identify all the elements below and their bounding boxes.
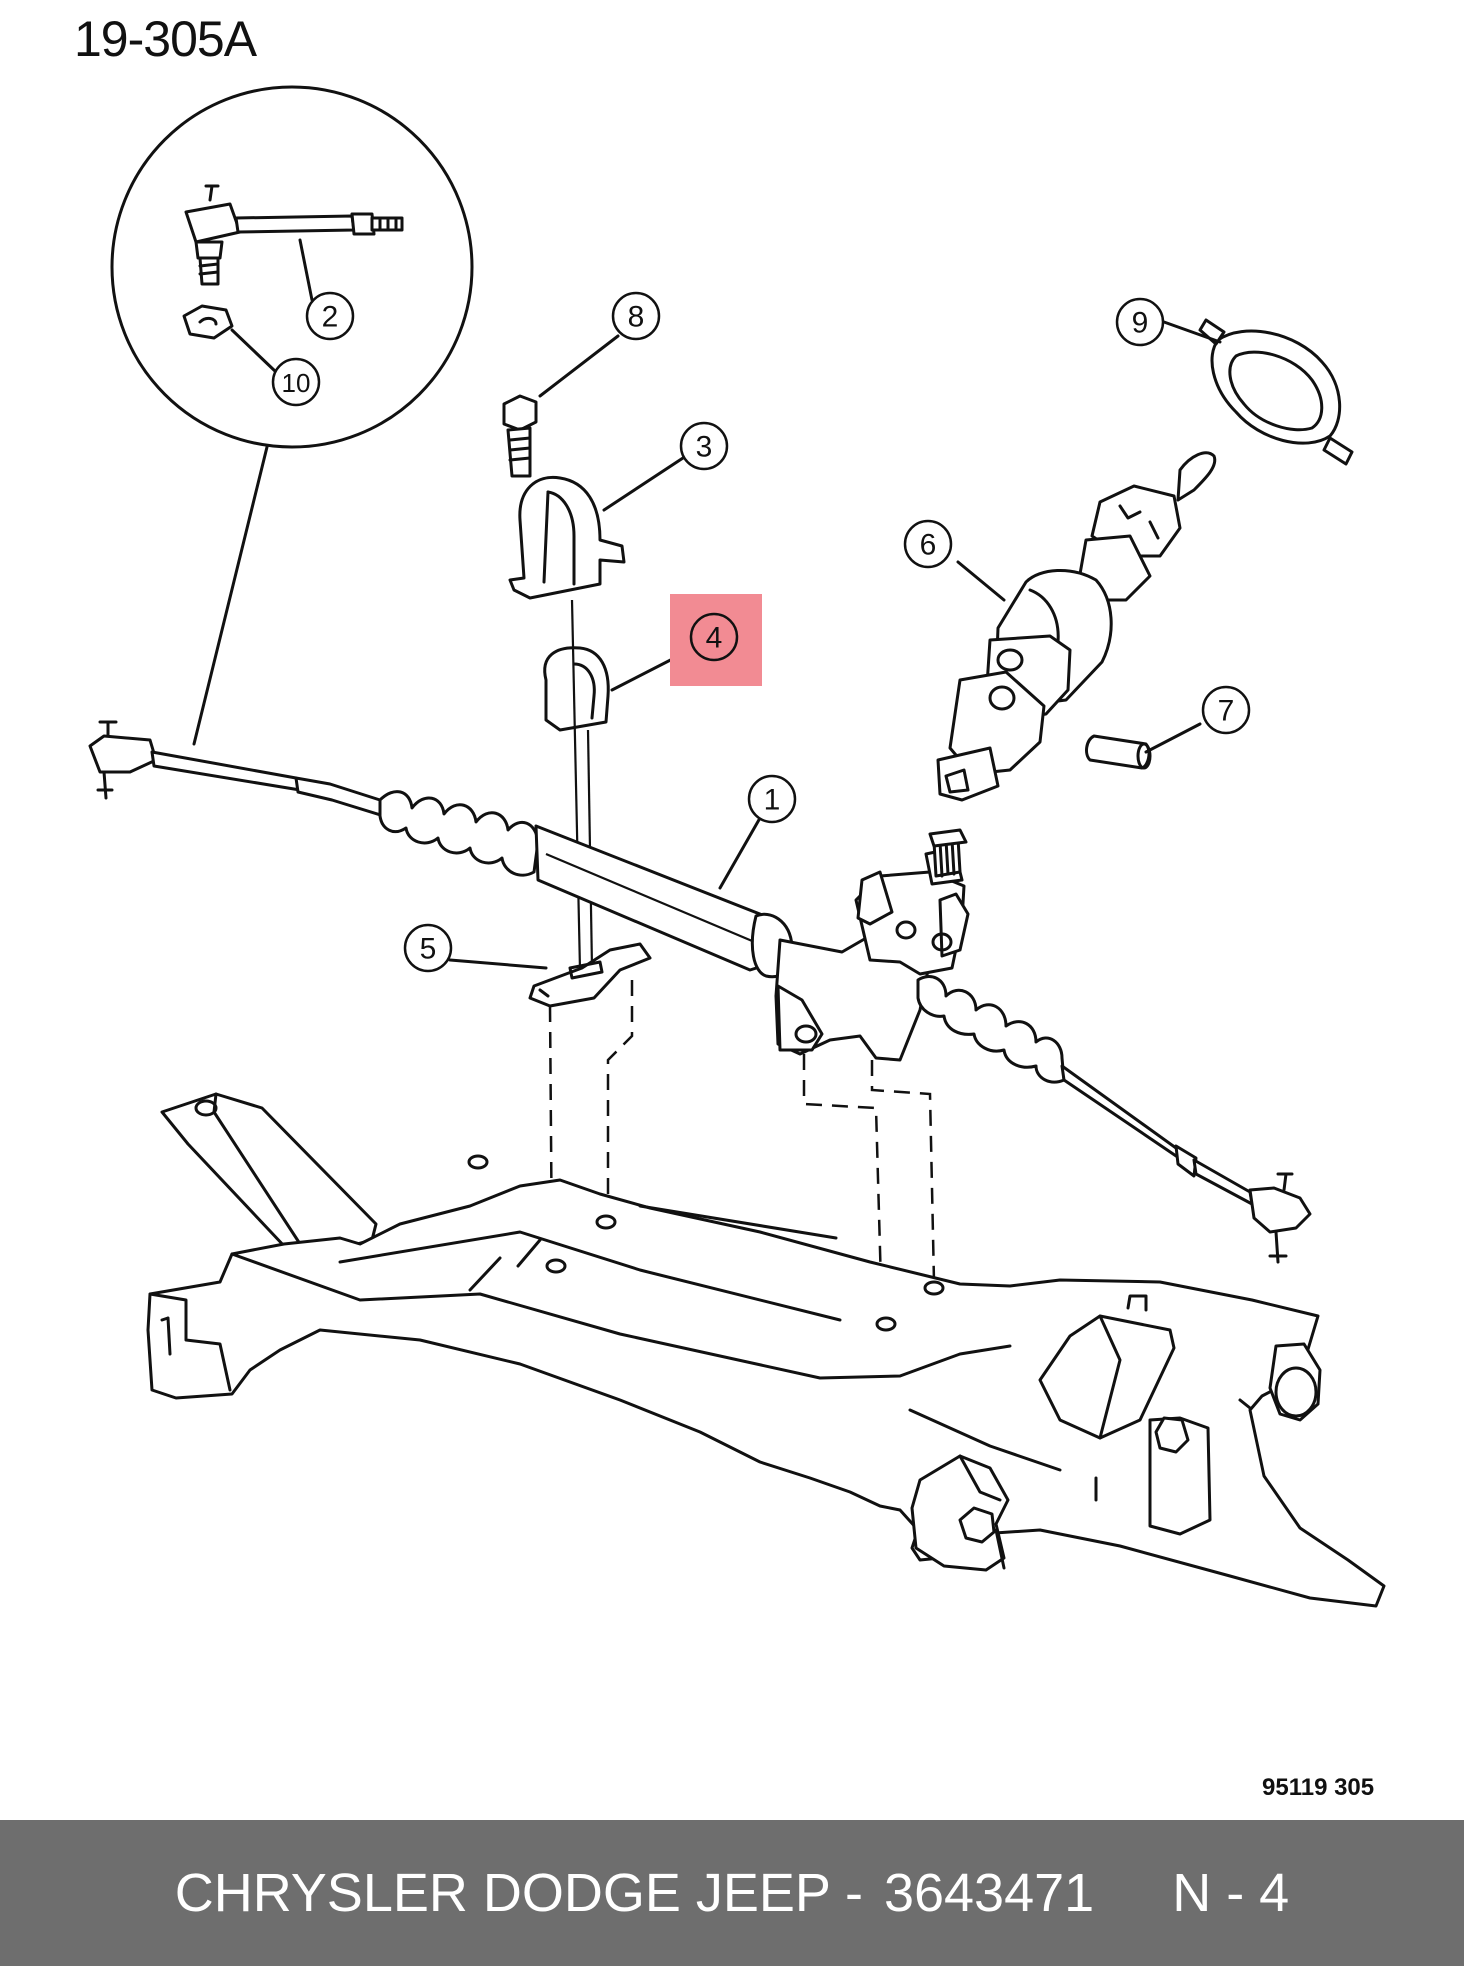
callout-6-label: 6 — [920, 529, 937, 562]
callout-9[interactable]: 9 — [1115, 297, 1165, 347]
callout-1-label: 1 — [764, 784, 781, 817]
callout-5[interactable]: 5 — [403, 923, 453, 973]
callout-10-label: 10 — [282, 368, 311, 398]
intermediate-shaft — [936, 451, 1217, 802]
dash-seal — [1162, 318, 1354, 466]
bolt — [502, 334, 620, 478]
callout-4-label: 4 — [706, 622, 723, 655]
callout-7-label: 7 — [1218, 695, 1235, 728]
footer-part-number: 3643471 — [883, 1863, 1095, 1923]
callout-7[interactable]: 7 — [1201, 685, 1251, 735]
callout-8[interactable]: 8 — [611, 291, 661, 341]
reference-code: 95119 305 — [1262, 1774, 1375, 1801]
callout-8-label: 8 — [628, 301, 645, 334]
callout-3[interactable]: 3 — [679, 421, 729, 471]
rack-bushing — [543, 646, 692, 732]
callout-6[interactable]: 6 — [903, 519, 953, 569]
callout-3-label: 3 — [696, 431, 713, 464]
front-crossmember — [146, 1092, 1386, 1608]
footer-brand: CHRYSLER DODGE JEEP - — [174, 1863, 878, 1923]
callout-10[interactable]: 10 — [271, 357, 321, 407]
diagram-code: 19-305A — [74, 11, 257, 67]
mounting-clamp — [508, 454, 688, 600]
callout-5-label: 5 — [420, 933, 437, 966]
footer-page-number: N - 4 — [1172, 1863, 1290, 1923]
steering-rack — [88, 720, 1312, 1264]
callout-2[interactable]: 2 — [305, 291, 355, 341]
callout-2-label: 2 — [322, 301, 339, 334]
tie-rod-detail-view — [110, 85, 474, 746]
callout-4[interactable]: 4 — [689, 612, 739, 662]
callout-1[interactable]: 1 — [747, 774, 797, 824]
roll-pin — [1085, 722, 1202, 770]
lower-bracket — [448, 942, 652, 1008]
steering-rack-diagram: 1 2 3 4 5 6 7 8 9 10 — [88, 85, 1386, 1608]
callout-highlight — [670, 594, 762, 686]
callout-9-label: 9 — [1132, 307, 1149, 340]
footer-bar: CHRYSLER DODGE JEEP - 3643471 N - 4 — [0, 1820, 1464, 1966]
